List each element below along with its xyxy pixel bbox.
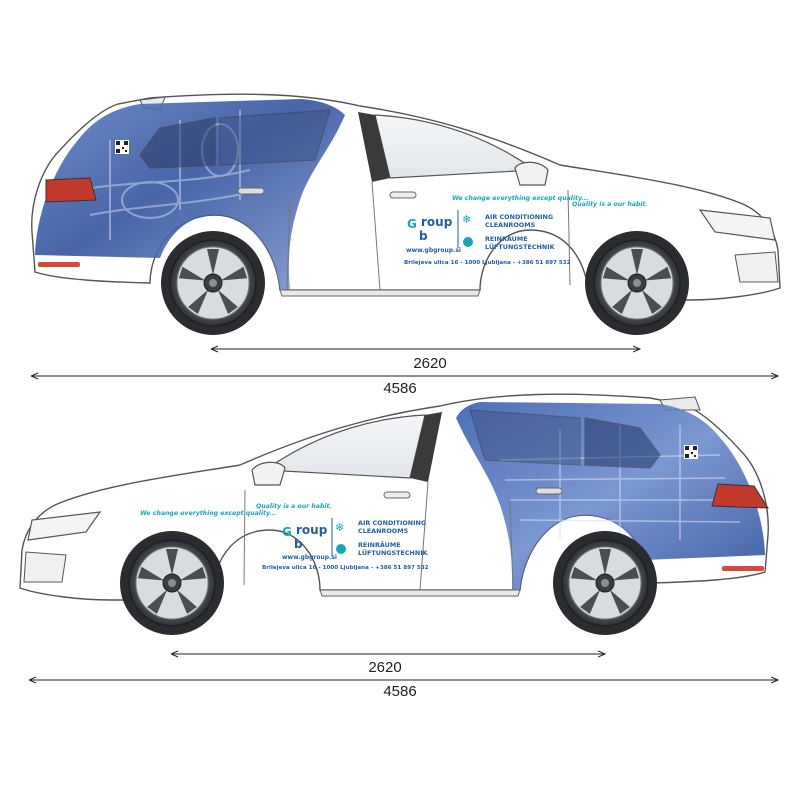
rear-quarter-window: [584, 417, 661, 469]
length-label: 4586: [383, 380, 416, 397]
service-de-1: REINRÄUME: [358, 540, 401, 549]
company-logo: G roup b: [407, 215, 453, 243]
b-pillar: [410, 412, 442, 482]
door-seams: [286, 181, 571, 291]
rear-quarter-window: [139, 117, 216, 169]
company-logo: G roup b: [282, 523, 328, 551]
rear-door-window: [469, 409, 581, 466]
svg-text:roup: roup: [421, 215, 453, 229]
service-en-1: AIR CONDITIONING: [358, 519, 426, 527]
website: www.gbgroup.si: [282, 554, 337, 561]
headlight: [698, 209, 776, 241]
wrap-graphic-rear: [35, 99, 345, 290]
svg-text:G: G: [282, 525, 292, 539]
side-skirt: [319, 589, 521, 597]
side-mirror: [514, 161, 549, 186]
rear-reflector: [38, 262, 80, 267]
qr-code-icon: [684, 445, 698, 459]
side-mirror: [251, 461, 286, 486]
rear-wheel: [160, 230, 266, 336]
slogan-left: We change everything except quality...: [140, 509, 277, 517]
svg-text:G: G: [407, 217, 417, 231]
cleanroom-icon: [336, 544, 346, 554]
slogan-right: Quality is a our habit.: [572, 200, 648, 208]
wheelbase-label: 2620: [368, 659, 401, 676]
website: www.gbgroup.si: [406, 247, 461, 254]
door-handle-rear: [237, 187, 265, 195]
snowflake-icon: ❄: [335, 521, 344, 534]
slogan-right: Quality is a our habit.: [256, 502, 332, 510]
service-de-2: LÜFTUNGSTECHNIK: [485, 242, 556, 251]
wheelbase-label: 2620: [413, 355, 446, 372]
cleanroom-icon: [463, 237, 473, 247]
rear-door-window: [219, 109, 331, 166]
address: Brilejeva ulica 16 - 1000 Ljubljana - +3…: [404, 260, 571, 266]
b-pillar: [358, 112, 390, 182]
taillight: [711, 483, 769, 509]
side-skirt: [279, 289, 481, 297]
snowflake-icon: ❄: [462, 213, 471, 226]
svg-text:b: b: [419, 229, 428, 243]
door-seams: [243, 481, 514, 591]
front-grille: [23, 551, 67, 583]
service-en-1: AIR CONDITIONING: [485, 213, 553, 221]
door-handle-front: [383, 491, 411, 499]
service-de-1: REINRÄUME: [485, 234, 528, 243]
front-wheel: [584, 230, 690, 336]
slogan-left: We change everything except quality...: [452, 194, 589, 202]
rear-wheel: [552, 530, 658, 636]
service-en-2: CLEANROOMS: [485, 221, 536, 229]
headlight: [27, 511, 102, 541]
qr-code-icon: [115, 140, 129, 154]
door-handle-front: [389, 191, 417, 199]
front-grille: [734, 251, 779, 283]
length-label: 4586: [383, 683, 416, 700]
service-de-2: LÜFTUNGSTECHNIK: [358, 548, 429, 557]
svg-text:roup: roup: [296, 523, 328, 537]
taillight: [45, 177, 97, 203]
rear-reflector: [722, 566, 764, 571]
service-en-2: CLEANROOMS: [358, 527, 409, 535]
front-wheel: [119, 530, 225, 636]
svg-text:b: b: [294, 537, 303, 551]
car-top-view: We change everything except quality... Q…: [32, 93, 781, 397]
car-bottom-view: We change everything except quality... Q…: [19, 393, 778, 700]
address: Brilejeva ulica 16 - 1000 Ljubljana - +3…: [262, 565, 429, 571]
door-handle-rear: [535, 487, 563, 495]
